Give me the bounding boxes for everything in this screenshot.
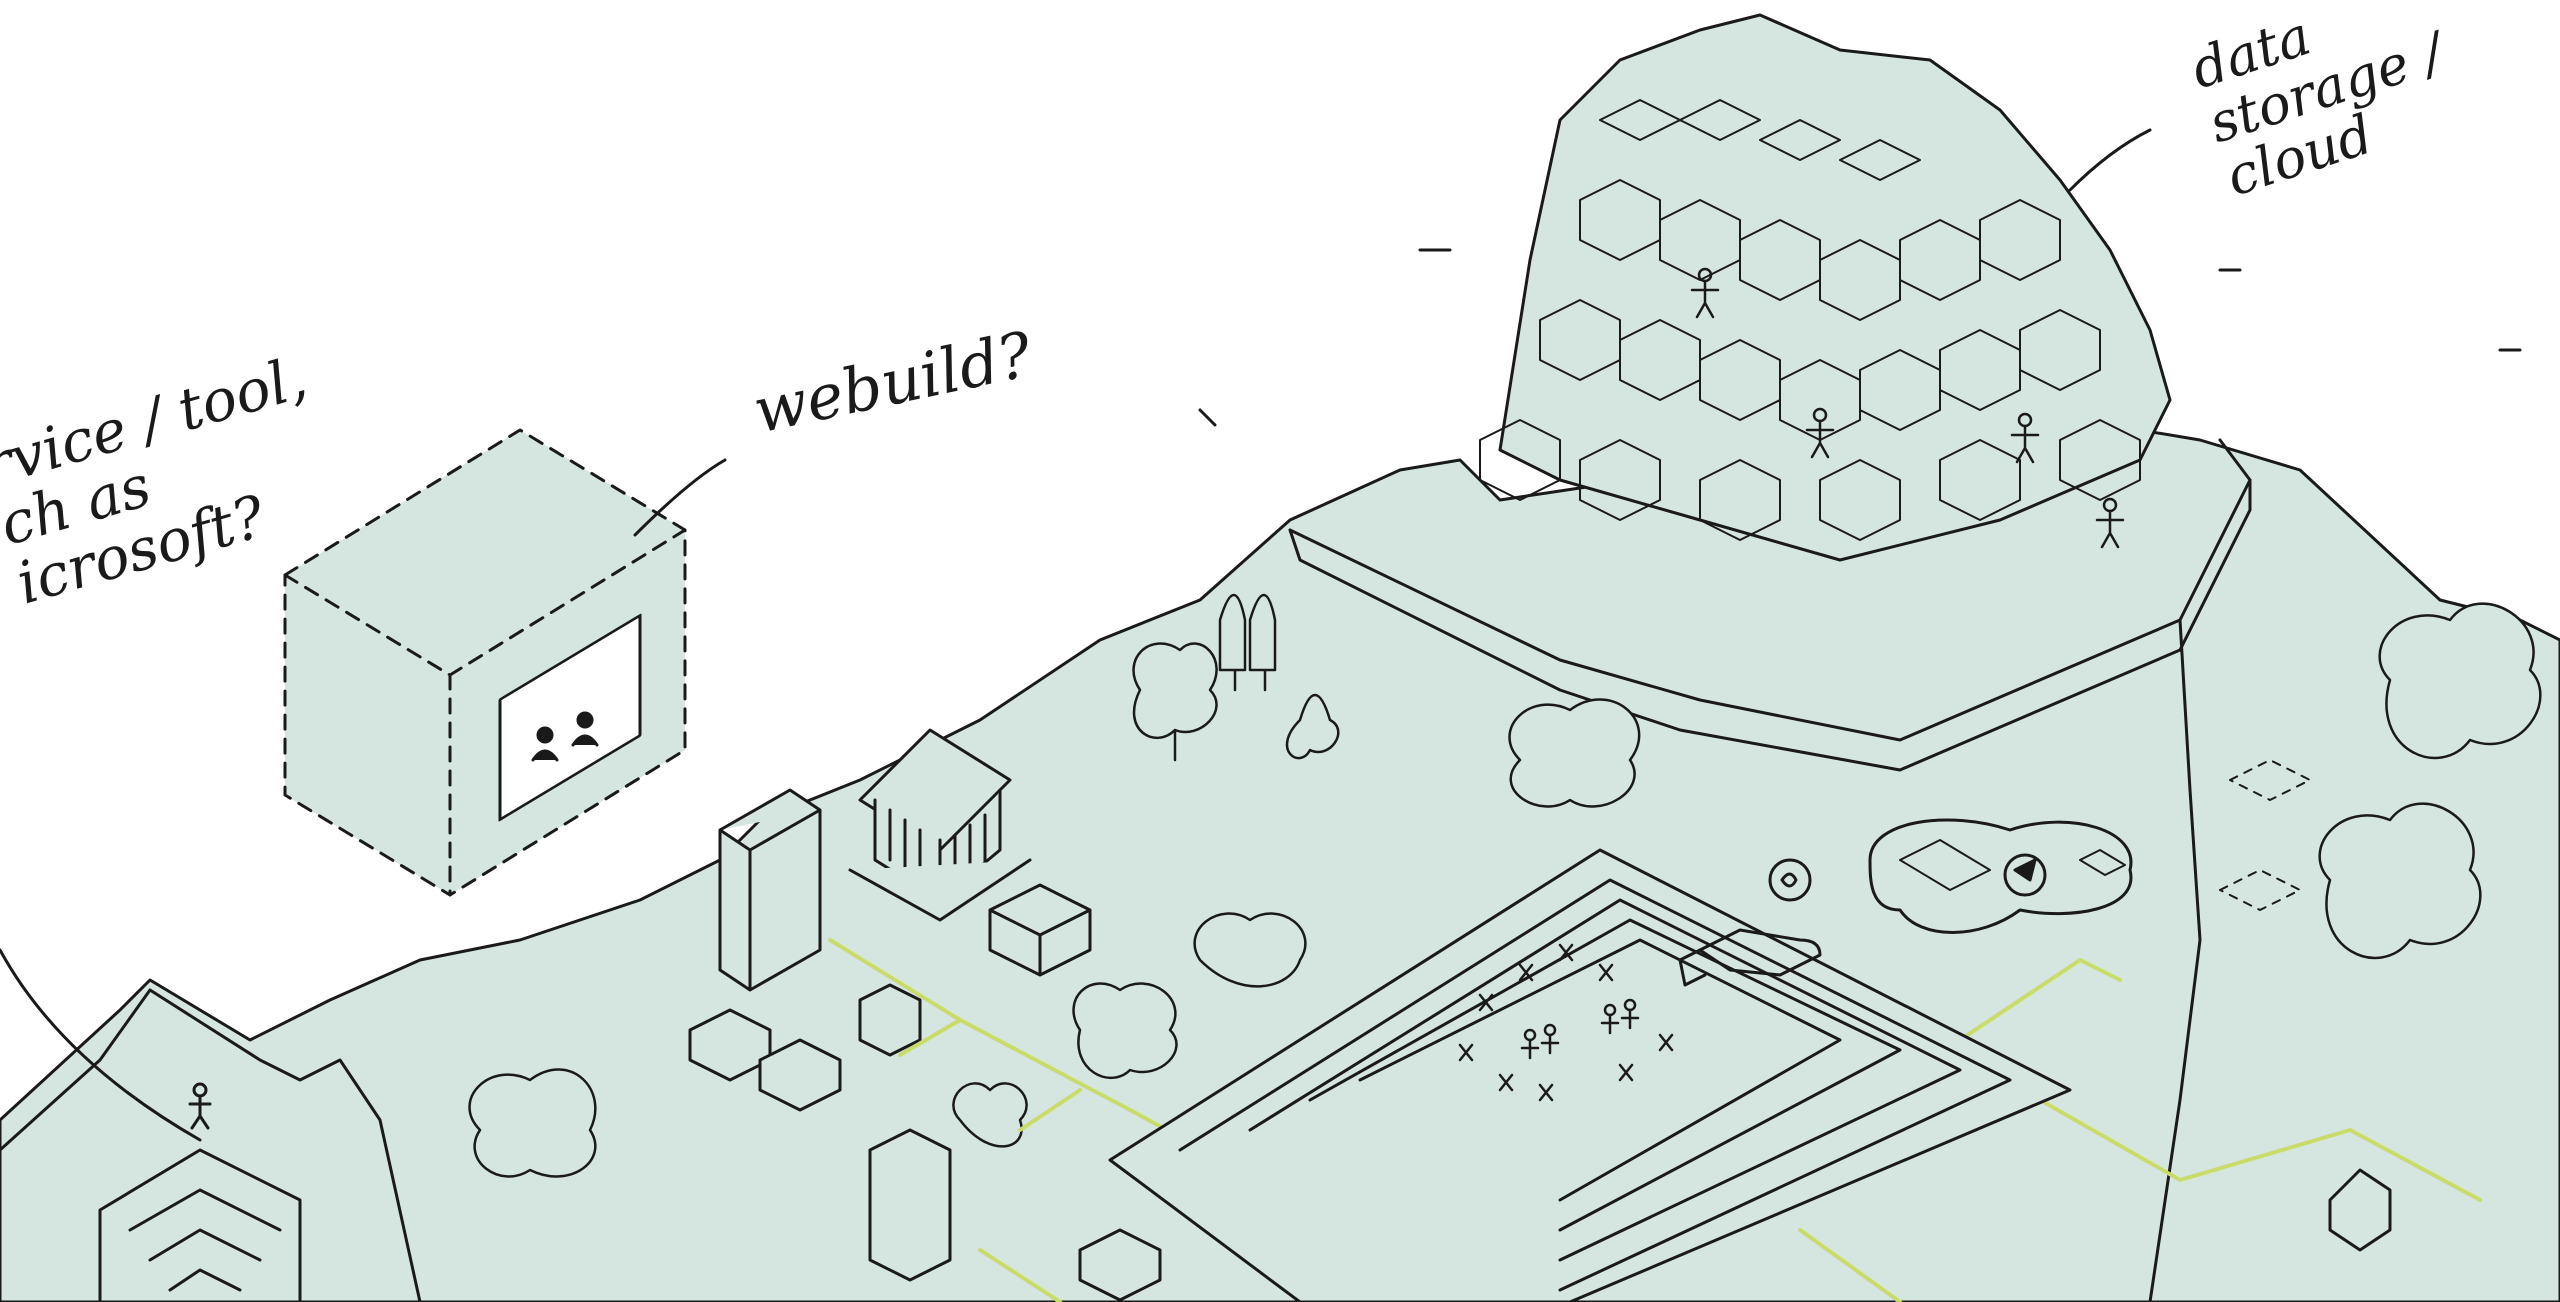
data-storage-mountain [1500,15,2170,560]
leader-data [2070,130,2150,190]
cube-icon [285,430,685,895]
leader-webuild [635,460,725,535]
